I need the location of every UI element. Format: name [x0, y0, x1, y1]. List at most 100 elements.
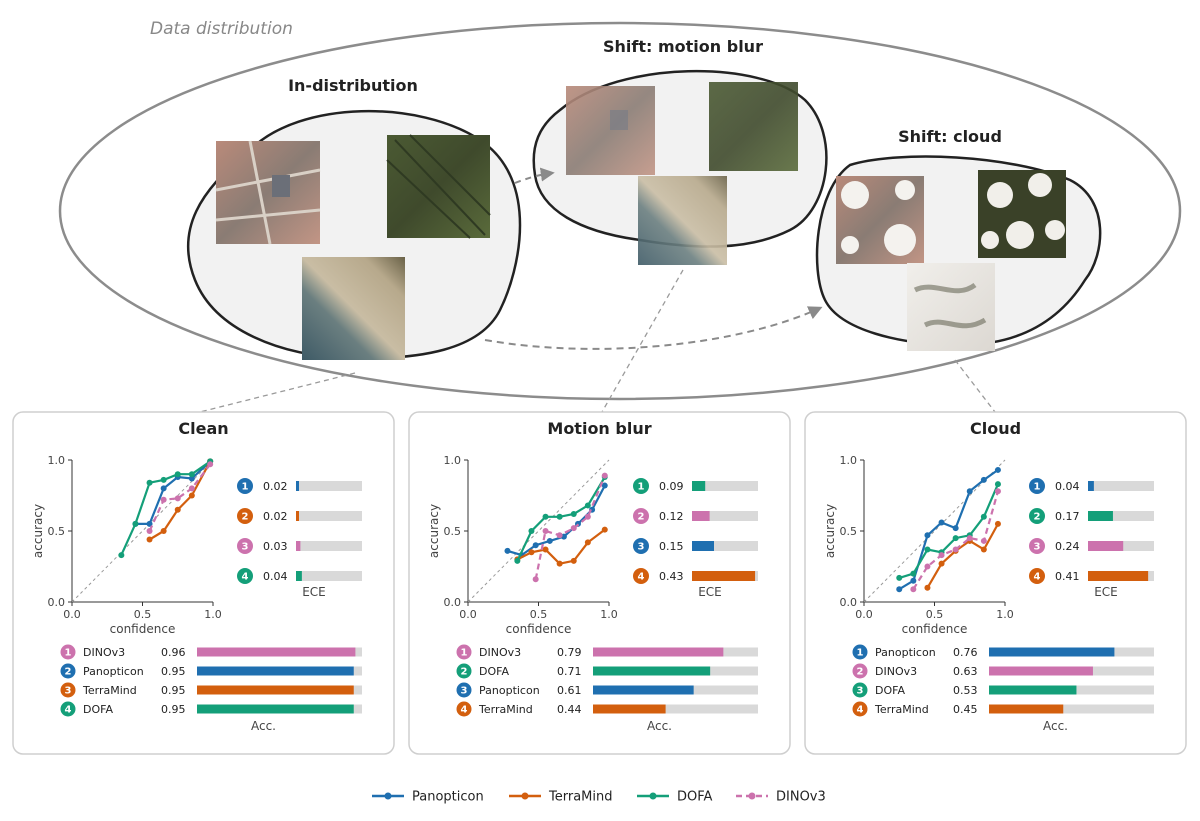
rank-badge — [852, 663, 868, 679]
legend: Panopticon TerraMind DOFA DINOv3 — [372, 790, 826, 805]
accuracy-value: 0.45 — [953, 703, 978, 716]
legend-label: TerraMind — [548, 790, 612, 805]
legend-item-panopticon: Panopticon — [372, 790, 484, 805]
motion-blur-label: Shift: motion blur — [603, 37, 763, 56]
x-tick-label: 0.0 — [63, 608, 81, 621]
rank-badge — [237, 478, 253, 494]
rank-number: 4 — [857, 705, 864, 716]
legend-label: DINOv3 — [776, 790, 826, 805]
ece-label: ECE — [1094, 585, 1118, 599]
series-line — [148, 463, 212, 532]
ece-bar — [1088, 571, 1149, 581]
ece-bar — [692, 511, 710, 521]
connector-clean — [199, 372, 356, 413]
y-axis-label: accuracy — [427, 504, 441, 558]
y-tick-label: 0.0 — [840, 596, 858, 609]
ece-bar-bg — [296, 511, 362, 521]
data-distribution-ellipse — [58, 21, 1182, 401]
data-point — [504, 547, 511, 554]
ece-label: ECE — [302, 585, 326, 599]
data-point — [601, 472, 608, 479]
ece-bar-bg — [692, 541, 758, 551]
ece-bar — [692, 541, 714, 551]
legend-label: DOFA — [677, 790, 713, 805]
data-point — [924, 532, 931, 539]
accuracy-bar-bg — [989, 704, 1154, 714]
legend-item-dinov3: DINOv3 — [736, 790, 826, 805]
rank-number: 3 — [1034, 542, 1041, 553]
data-point — [118, 552, 125, 559]
data-point — [980, 476, 987, 483]
arrow-to-motion-blur — [514, 167, 555, 184]
x-axis-label: confidence — [506, 622, 572, 636]
ece-value: 0.02 — [263, 510, 288, 523]
x-tick-label: 0.5 — [926, 608, 944, 621]
series-dinov3 — [146, 461, 214, 534]
rank-badge — [456, 644, 472, 660]
ece-bar — [1088, 511, 1113, 521]
x-axis-label: confidence — [902, 622, 968, 636]
ece-bar — [296, 571, 302, 581]
ece-value: 0.41 — [1055, 570, 1080, 583]
accuracy-bar — [989, 704, 1064, 714]
ece-bar-bg — [296, 541, 362, 551]
data-point — [952, 525, 959, 532]
accuracy-bar — [197, 666, 354, 676]
data-distribution-label: Data distribution — [150, 19, 293, 39]
accuracy-bar — [989, 647, 1115, 657]
data-point — [952, 535, 959, 542]
thumbnail-field-blurred — [709, 82, 798, 171]
ece-value: 0.15 — [659, 540, 684, 553]
accuracy-value: 0.61 — [557, 684, 582, 697]
y-axis-label: accuracy — [823, 504, 837, 558]
panel-cloud: Cloud0.00.00.50.51.01.0confidenceaccurac… — [804, 411, 1187, 755]
data-point — [188, 475, 195, 482]
rank-number: 3 — [461, 686, 468, 697]
rank-badge — [1029, 568, 1045, 584]
ece-value: 0.04 — [263, 570, 288, 583]
data-point — [528, 549, 535, 556]
rank-number: 2 — [1034, 512, 1041, 523]
ece-value: 0.24 — [1055, 540, 1080, 553]
data-point — [528, 528, 535, 534]
data-point — [556, 532, 563, 539]
x-tick-label: 0.0 — [459, 608, 477, 621]
rank-number: 2 — [242, 512, 249, 523]
rank-badge — [237, 568, 253, 584]
data-point — [542, 513, 549, 520]
rank-badge — [60, 663, 76, 679]
ece-value: 0.04 — [1055, 480, 1080, 493]
rank-badge — [852, 682, 868, 698]
rank-number: 2 — [638, 512, 645, 523]
model-name: TerraMind — [478, 703, 533, 716]
connector-cloud — [954, 359, 996, 413]
accuracy-value: 0.95 — [161, 684, 186, 697]
legend-item-terramind: TerraMind — [509, 790, 612, 805]
series-dinov3 — [532, 472, 608, 583]
rank-badge — [237, 538, 253, 554]
data-point — [160, 528, 167, 534]
rank-number: 4 — [461, 705, 468, 716]
data-point — [146, 528, 153, 534]
x-tick-label: 0.0 — [855, 608, 873, 621]
thumbnail-urban — [215, 140, 321, 245]
rank-badge — [60, 644, 76, 660]
data-point — [570, 525, 577, 532]
y-tick-label: 0.0 — [444, 596, 462, 609]
data-point — [994, 520, 1001, 527]
accuracy-value: 0.44 — [557, 703, 582, 716]
